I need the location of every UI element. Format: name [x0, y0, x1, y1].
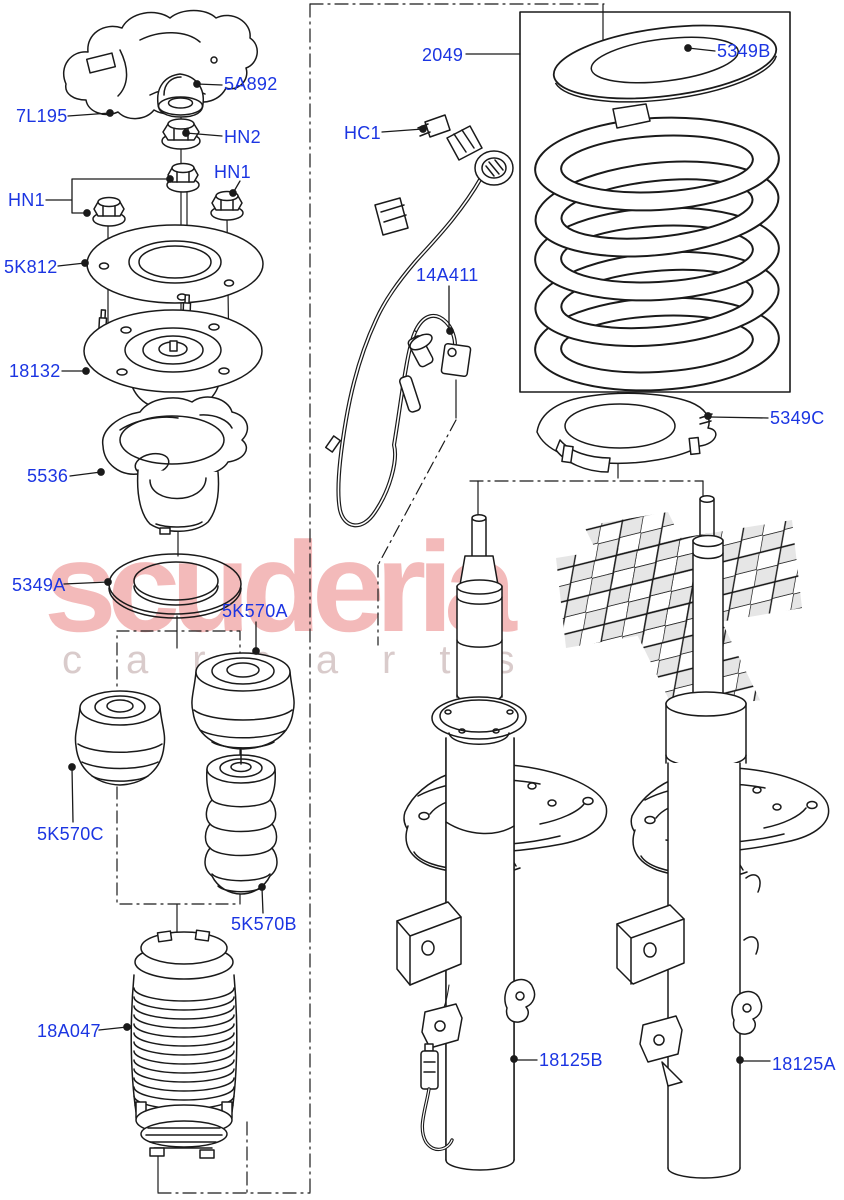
part-label-hn1-right[interactable]: HN1 [214, 162, 251, 182]
part-bump-stop-5k570b [204, 749, 278, 895]
part-label-18125a[interactable]: 18125A [772, 1054, 836, 1074]
part-label-5a892[interactable]: 5A892 [224, 74, 278, 94]
part-label-18125b[interactable]: 18125B [539, 1050, 603, 1070]
part-harness-14a411 [324, 114, 514, 528]
part-label-hn1-left[interactable]: HN1 [8, 190, 45, 210]
part-isolator-5349c [536, 392, 717, 473]
part-label-18132[interactable]: 18132 [9, 361, 61, 381]
part-cover-7l195 [63, 9, 258, 120]
part-label-5349a[interactable]: 5349A [12, 575, 66, 595]
part-isolator-5349b [552, 24, 778, 103]
part-label-hn2[interactable]: HN2 [224, 127, 261, 147]
leader-lines [45, 44, 771, 1064]
part-plate-5k812 [86, 224, 264, 304]
part-label-5349b[interactable]: 5349B [717, 41, 771, 61]
part-label-5349c[interactable]: 5349C [770, 408, 825, 428]
part-road-spring-2049 [519, 11, 791, 393]
part-bump-stop-5k570c [74, 690, 166, 786]
part-label-2049[interactable]: 2049 [422, 45, 464, 65]
part-strut-18125b [396, 514, 608, 1171]
part-label-hc1[interactable]: HC1 [344, 123, 381, 143]
part-label-14a411[interactable]: 14A411 [416, 265, 479, 285]
part-top-mount-18132 [83, 294, 263, 412]
part-label-5k570a[interactable]: 5K570A [222, 601, 288, 621]
part-label-7l195[interactable]: 7L195 [16, 106, 68, 126]
part-nuts-hn1 [92, 162, 244, 227]
part-label-5k812[interactable]: 5K812 [4, 257, 58, 277]
part-bump-stop-5k570a [191, 652, 295, 750]
part-label-18a047[interactable]: 18A047 [37, 1021, 101, 1041]
part-strut-18125a [616, 495, 830, 1179]
checkered-flags-watermark [556, 512, 802, 714]
part-label-5536[interactable]: 5536 [27, 466, 69, 486]
part-label-5k570b[interactable]: 5K570B [231, 914, 297, 934]
part-label-5k570c[interactable]: 5K570C [37, 824, 104, 844]
part-nut-hn2 [161, 118, 201, 150]
part-cap-5a892 [156, 73, 204, 118]
part-spring-seat-5536 [102, 396, 249, 535]
part-dust-cover-18a047 [130, 929, 238, 1159]
